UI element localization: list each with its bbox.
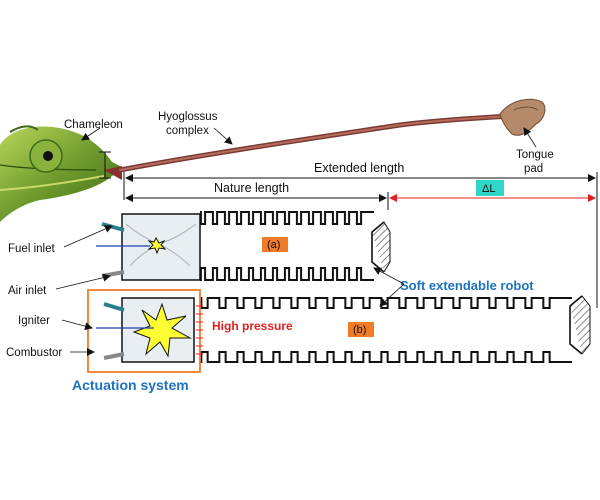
robot-b-bellows [200,295,591,363]
badge-a [262,237,288,252]
air-inlet-leader [55,273,111,290]
hyoglossus-label-line1: Hyoglossus [158,111,218,123]
fuel-inlet-pipe [101,222,125,232]
delta-l-label: ΔL [482,183,495,195]
combustion-chamber-b [121,297,195,363]
nature-length-dimension [125,192,389,210]
fuel-inlet-label: Fuel inlet [8,243,55,255]
soft-robot-label: Soft extendable robot [400,278,534,293]
robot-a-bellows [199,211,391,281]
igniter-leader [61,319,93,331]
hyoglossus-label-line2: complex [166,125,209,137]
chameleon-leader [81,127,101,141]
delta-l-badge [476,180,504,196]
igniter-label: Igniter [18,315,50,327]
soft-robot-leader [373,267,405,285]
actuation-system-box [87,289,201,373]
air-inlet-label: Air inlet [8,285,47,297]
combustor-label: Combustor [6,347,62,359]
extended-length-dimension [123,172,598,308]
nature-length-label: Nature length [214,181,289,195]
chameleon-illustration [0,125,124,222]
tongue-pad-label-line2: pad [524,163,543,175]
high-pressure-label: High pressure [212,319,293,333]
badge-b [348,322,374,337]
igniter-pipe [103,302,125,312]
tongue-pad-label-line1: Tongue [516,149,554,161]
actuation-system-label: Actuation system [72,377,189,393]
combustion-flame-icon [132,302,192,358]
hyoglossus-leader [213,127,233,145]
badge-a-label: (a) [267,239,280,251]
extended-length-label: Extended length [314,161,404,175]
tongue-pad-leader [523,127,537,148]
combustor-pipe [103,352,125,360]
fuel-inlet-leader [63,225,113,248]
chameleon-tongue [117,98,546,173]
soft-robot-leader-2 [379,283,405,307]
jaw-dimension-marker [99,151,111,179]
spark-icon [147,236,167,255]
badge-b-label: (b) [353,324,366,336]
air-inlet-pipe [101,270,125,278]
pressure-wall-marks [196,305,203,355]
chameleon-label: Chameleon [64,119,123,131]
